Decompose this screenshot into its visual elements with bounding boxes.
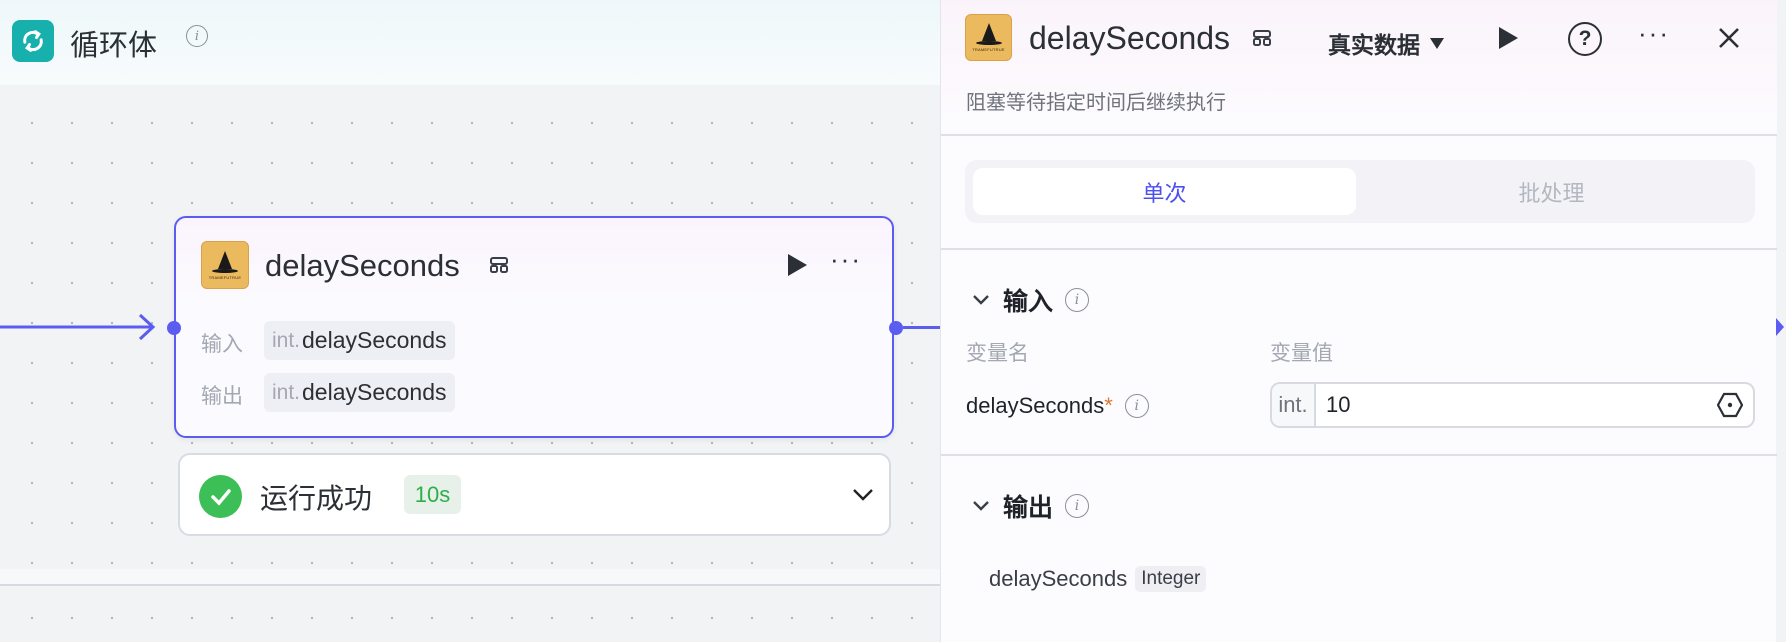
outgoing-edge [903,326,940,329]
type-prefix: int. [272,328,301,352]
more-options-icon[interactable]: ··· [830,244,862,274]
canvas-divider [0,569,940,586]
success-check-icon [199,475,242,518]
divider [941,248,1777,250]
input-chip: int.delaySeconds [264,321,455,360]
column-header-name: 变量名 [966,342,1029,365]
input-section-toggle[interactable]: 输入 i [971,282,1090,318]
output-chip: int.delaySeconds [264,373,455,412]
edge-arrow-icon [1776,318,1784,336]
info-icon[interactable]: i [186,25,208,47]
chip-value: delaySeconds [302,379,447,405]
required-mark: * [1104,393,1113,418]
delay-seconds-input[interactable]: int. 10 [1270,382,1755,428]
output-row: delaySeconds Integer [989,566,1207,592]
chevron-down-icon[interactable] [850,483,876,507]
output-type-badge: Integer [1135,566,1207,592]
chevron-down-icon [973,501,989,511]
param-value[interactable]: 10 [1326,392,1351,417]
type-prefix: int. [1272,384,1316,426]
run-play-icon[interactable] [784,252,810,278]
duration-badge: 10s [404,475,461,514]
input-port[interactable] [167,321,181,335]
outer-canvas[interactable] [0,588,940,642]
tab-single[interactable]: 单次 [973,168,1356,215]
info-icon[interactable]: i [1124,394,1149,418]
panel-title: delaySeconds [1029,20,1231,56]
input-section-title: 输入 [1003,288,1054,316]
node-title: delaySeconds [265,248,460,283]
data-mode-label: 真实数据 [1328,32,1420,58]
canvas-edge-strip [1776,0,1786,642]
more-options-icon[interactable]: ··· [1638,18,1670,48]
divider [941,454,1777,456]
loop-refresh-icon [12,20,54,62]
info-icon[interactable]: i [1065,288,1090,312]
divider [941,134,1777,136]
wizard-hat-logo: TRAMEFUTRUE [201,241,249,289]
status-text: 运行成功 [260,483,373,514]
help-icon[interactable]: ? [1568,22,1602,56]
mode-tabs: 单次 批处理 [965,160,1755,223]
database-icon [1251,27,1273,49]
loop-header: 循环体 i [0,0,940,85]
type-prefix: int. [272,380,301,404]
param-name: delaySeconds [966,393,1105,418]
tab-batch[interactable]: 批处理 [1518,180,1585,206]
output-section-toggle[interactable]: 输出 i [971,488,1090,524]
caret-down-icon [1430,38,1444,49]
input-label: 输入 [201,333,243,356]
output-name: delaySeconds [989,566,1128,591]
info-icon[interactable]: i [1065,494,1090,518]
chip-value: delaySeconds [302,327,447,353]
close-icon[interactable] [1715,24,1743,52]
variable-reference-icon[interactable] [1717,392,1743,418]
output-section-title: 输出 [1003,494,1054,522]
incoming-edge [0,313,156,341]
panel-header [941,0,1777,134]
output-label: 输出 [201,385,243,408]
database-icon [488,254,510,276]
chevron-down-icon [973,295,989,305]
run-play-icon[interactable] [1495,25,1521,51]
output-port[interactable] [889,321,903,335]
delay-seconds-node[interactable]: TRAMEFUTRUE delaySeconds ··· 输入 int.dela… [167,216,903,438]
loop-title: 循环体 [70,30,158,62]
panel-description: 阻塞等待指定时间后继续执行 [966,92,1226,114]
run-status-bar[interactable]: 运行成功 10s [178,453,891,536]
node-detail-panel: TRAMEFUTRUE delaySeconds 真实数据 ? ··· 阻塞等待… [940,0,1777,642]
wizard-hat-logo: TRAMEFUTRUE [965,14,1012,61]
param-row: delaySeconds* i [966,393,1149,419]
column-header-value: 变量值 [1270,342,1333,365]
data-mode-dropdown[interactable]: 真实数据 [1328,26,1444,60]
